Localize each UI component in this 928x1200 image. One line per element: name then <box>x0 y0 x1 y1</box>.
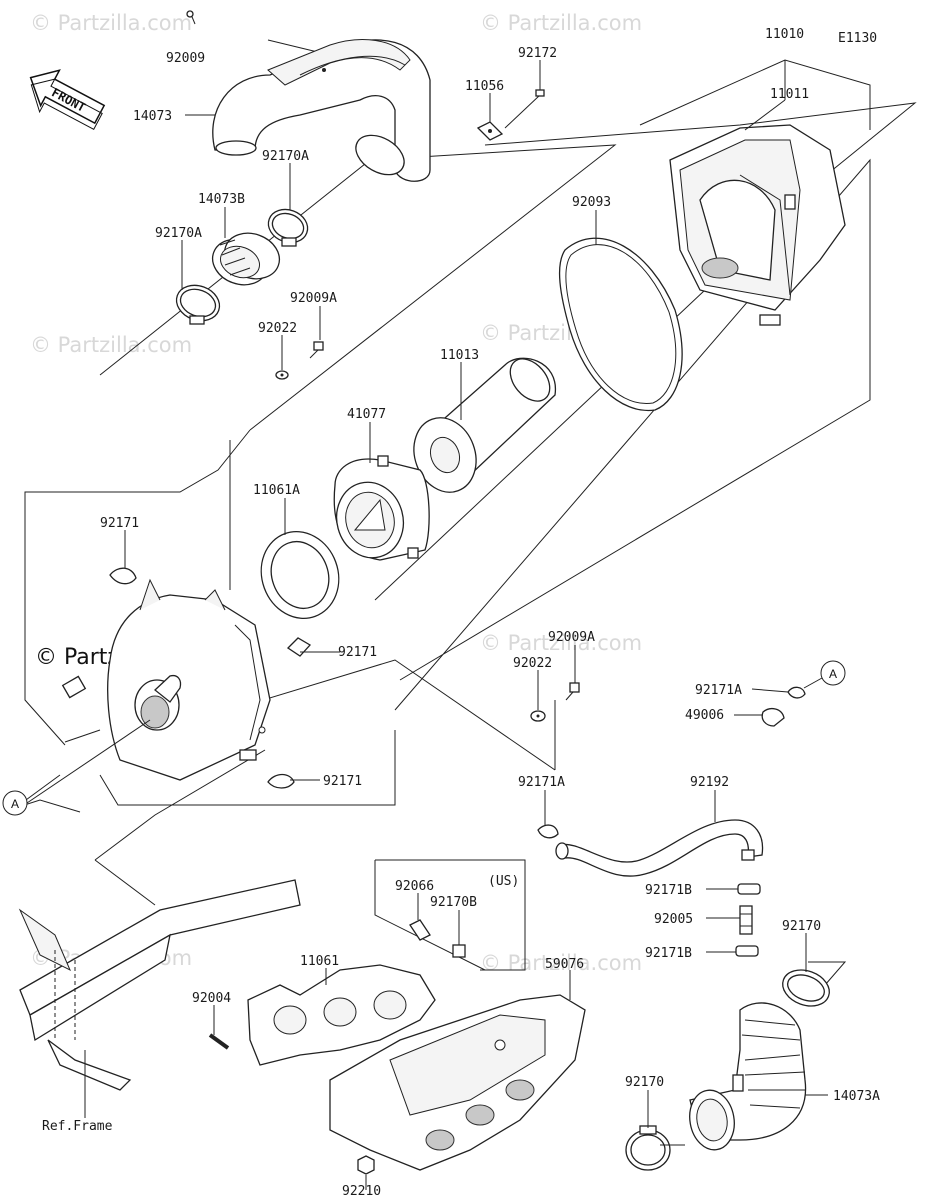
label-11013[interactable]: 11013 <box>440 348 479 363</box>
label-92009A-mid[interactable]: 92009A <box>548 630 595 645</box>
part-labels: 92009 14073 11056 92172 11010 11011 9217… <box>42 27 880 1199</box>
washer-92022-upper[interactable] <box>275 370 289 380</box>
label-11010[interactable]: 11010 <box>765 27 804 42</box>
gasket-92093[interactable] <box>558 237 683 412</box>
screw-92172[interactable] <box>504 89 545 129</box>
leader-lines <box>26 60 828 1190</box>
callout-a-letter: A <box>829 667 837 681</box>
hose-92192[interactable] <box>555 819 764 877</box>
clamp-92170A-lower[interactable] <box>172 280 225 327</box>
callout-a-letter: A <box>11 797 19 811</box>
gasket-11061A[interactable] <box>249 521 351 630</box>
clamp-92170B[interactable] <box>452 944 466 958</box>
bracket-11056[interactable] <box>476 121 504 141</box>
label-92093[interactable]: 92093 <box>572 195 611 210</box>
intake-duct-14073[interactable] <box>212 39 431 183</box>
filter-element-11013[interactable] <box>404 351 558 501</box>
label-49006[interactable]: 49006 <box>685 708 724 723</box>
spacer-92066[interactable] <box>409 919 431 941</box>
coupler-14073B[interactable] <box>206 226 286 292</box>
label-14073[interactable]: 14073 <box>133 109 172 124</box>
diagram-code: E1130 <box>838 31 877 46</box>
label-92066[interactable]: 92066 <box>395 879 434 894</box>
label-92022-mid[interactable]: 92022 <box>513 656 552 671</box>
gasket-11061[interactable] <box>247 964 436 1066</box>
label-92171A-mid[interactable]: 92171A <box>518 775 565 790</box>
fitting-92005[interactable] <box>739 905 753 935</box>
label-92170-right[interactable]: 92170 <box>782 919 821 934</box>
label-11011[interactable]: 11011 <box>770 87 809 102</box>
watermark-text: © Partzilla.com <box>30 11 192 35</box>
label-92171A-top[interactable]: 92171A <box>695 683 742 698</box>
assembly-outline <box>14 39 917 986</box>
clip-92171A-mid[interactable] <box>537 824 559 839</box>
label-59076[interactable]: 59076 <box>545 957 584 972</box>
label-92192[interactable]: 92192 <box>690 775 729 790</box>
label-11061[interactable]: 11061 <box>300 954 339 969</box>
airbox-cover[interactable] <box>61 578 271 781</box>
washer-92022-mid[interactable] <box>530 710 546 722</box>
label-92005[interactable]: 92005 <box>654 912 693 927</box>
watermark-text: © Partzilla.com <box>30 333 192 357</box>
label-92170A-lower[interactable]: 92170A <box>155 226 202 241</box>
watermark-text: © Partzilla.com <box>480 11 642 35</box>
stud-92004[interactable] <box>208 1033 230 1050</box>
label-92171B-upper[interactable]: 92171B <box>645 883 692 898</box>
watermark-text: © Partzilla.com <box>480 951 642 975</box>
clamp-92170-right[interactable] <box>778 964 835 1012</box>
filter-holder-41077[interactable] <box>328 455 430 565</box>
label-92170B[interactable]: 92170B <box>430 895 477 910</box>
clamp-92170-bottom[interactable] <box>625 1125 671 1171</box>
label-14073B[interactable]: 14073B <box>198 192 245 207</box>
label-92171B-lower[interactable]: 92171B <box>645 946 692 961</box>
ref-frame[interactable] <box>18 879 301 1091</box>
clip-92171-a[interactable] <box>109 567 137 585</box>
callout-a-right: A <box>820 660 846 686</box>
front-arrow-icon: FRONT <box>29 69 106 131</box>
clip-92171B-lower[interactable] <box>735 945 759 957</box>
label-ref-frame: Ref.Frame <box>42 1119 113 1134</box>
label-92022-upper[interactable]: 92022 <box>258 321 297 336</box>
clip-92171-b[interactable] <box>286 637 312 657</box>
label-92009[interactable]: 92009 <box>166 51 205 66</box>
cap-49006[interactable] <box>761 707 785 727</box>
clip-92171A-top[interactable] <box>787 686 806 699</box>
manifold-59076[interactable] <box>329 994 586 1171</box>
screw-92009A-mid[interactable] <box>565 682 580 701</box>
clamp-92170A-upper[interactable] <box>264 204 313 248</box>
label-14073A[interactable]: 14073A <box>833 1089 880 1104</box>
label-92210[interactable]: 92210 <box>342 1184 381 1199</box>
label-92172[interactable]: 92172 <box>518 46 557 61</box>
label-92171-b[interactable]: 92171 <box>338 645 377 660</box>
label-92170A-upper[interactable]: 92170A <box>262 149 309 164</box>
airbox-housing-11011[interactable] <box>669 124 846 326</box>
screw-92009[interactable] <box>186 10 196 25</box>
watermark-text: © Partzilla.com <box>480 631 642 655</box>
label-92171-a[interactable]: 92171 <box>100 516 139 531</box>
clip-92171B-upper[interactable] <box>737 883 761 895</box>
label-us-note: (US) <box>488 874 519 889</box>
nut-92210[interactable] <box>357 1155 375 1175</box>
label-41077[interactable]: 41077 <box>347 407 386 422</box>
screw-92009A-upper[interactable] <box>309 341 324 359</box>
label-92009A-upper[interactable]: 92009A <box>290 291 337 306</box>
label-92004[interactable]: 92004 <box>192 991 231 1006</box>
callout-a-left: A <box>2 790 28 816</box>
label-92171-c[interactable]: 92171 <box>323 774 362 789</box>
clip-92171-c[interactable] <box>267 773 295 789</box>
duct-14073A[interactable] <box>685 1002 807 1153</box>
label-92170-bottom[interactable]: 92170 <box>625 1075 664 1090</box>
label-11056[interactable]: 11056 <box>465 79 504 94</box>
label-11061A[interactable]: 11061A <box>253 483 300 498</box>
